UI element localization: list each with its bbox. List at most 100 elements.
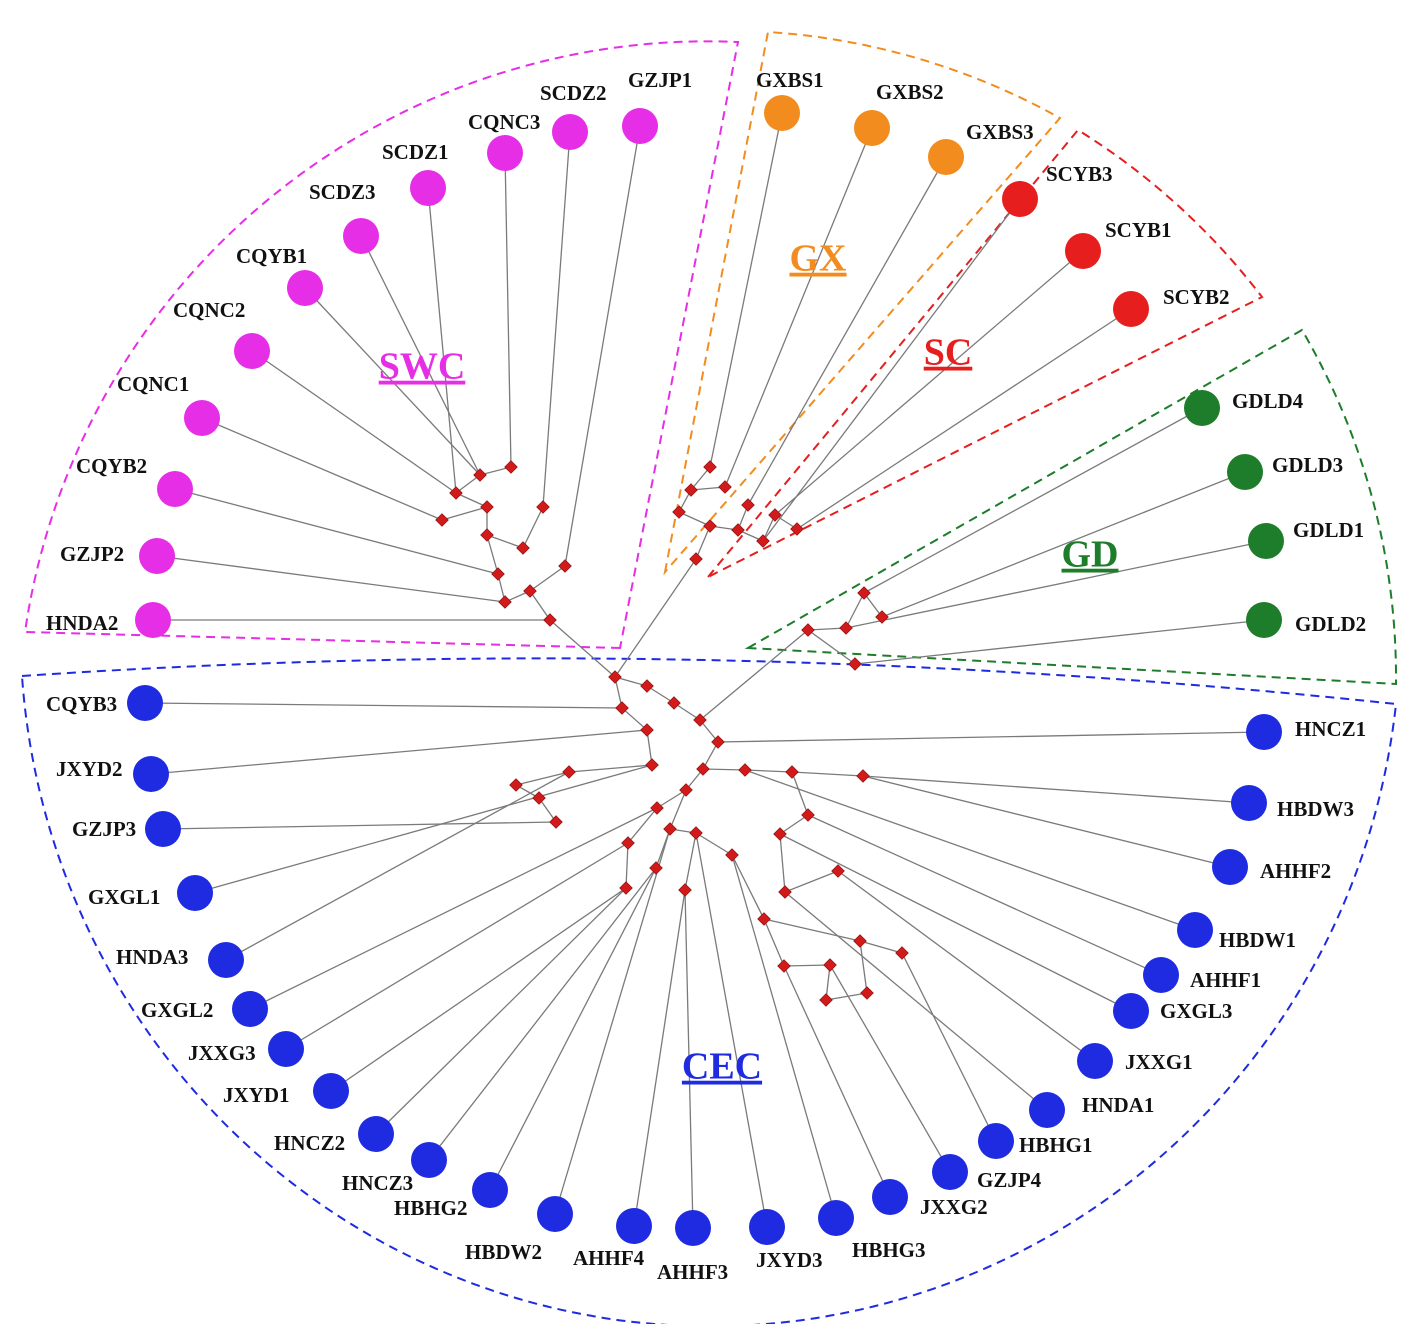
leaf-gxbs3[interactable]: GXBS3 [928, 120, 1034, 175]
leaf-scyb1[interactable]: SCYB1 [1065, 218, 1172, 269]
tree-edge [614, 676, 648, 687]
tree-edge [656, 789, 687, 809]
leaf-scdz1[interactable]: SCDZ1 [382, 140, 449, 206]
leaf-hncz1[interactable]: HNCZ1 [1246, 714, 1366, 750]
leaf-ahhf3[interactable]: AHHF3 [657, 1210, 728, 1284]
gd-group-label: GD [1062, 534, 1119, 576]
leaf-cqyb1[interactable]: CQYB1 [236, 244, 323, 306]
leaf-circle [127, 685, 163, 721]
leaf-gdld3[interactable]: GDLD3 [1227, 453, 1343, 490]
leaf-gdld4[interactable]: GDLD4 [1184, 389, 1304, 426]
internal-node [672, 505, 686, 519]
tree-edge [162, 821, 557, 830]
leaf-circle [749, 1209, 785, 1245]
tree-edge [684, 832, 697, 891]
leaf-scyb3[interactable]: SCYB3 [1002, 162, 1113, 217]
leaf-scdz3[interactable]: SCDZ3 [309, 180, 379, 254]
leaf-circle [1248, 523, 1284, 559]
leaf-ahhf2[interactable]: AHHF2 [1212, 849, 1331, 885]
leaf-hbdw2[interactable]: HBDW2 [465, 1196, 573, 1264]
leaf-gzjp4[interactable]: GZJP4 [932, 1154, 1042, 1192]
leaf-hbdw3[interactable]: HBDW3 [1231, 785, 1354, 821]
leaf-label: GXBS3 [966, 120, 1034, 144]
internal-node [558, 559, 572, 573]
leaf-cqyb3[interactable]: CQYB3 [46, 685, 163, 721]
tree-edge [784, 870, 839, 893]
internal-node [650, 801, 664, 815]
leaf-hnda3[interactable]: HNDA3 [116, 942, 244, 978]
leaf-gzjp3[interactable]: GZJP3 [72, 811, 181, 847]
leaf-circle [675, 1210, 711, 1246]
leaf-hbhg3[interactable]: HBHG3 [818, 1200, 926, 1262]
leaf-jxxg1[interactable]: JXXG1 [1077, 1043, 1193, 1079]
leaf-gxgl1[interactable]: GXGL1 [88, 875, 213, 911]
leaf-gxgl3[interactable]: GXGL3 [1113, 993, 1232, 1029]
leaf-label: GXGL2 [141, 998, 213, 1022]
tree-edge [807, 629, 856, 665]
tree-edge [747, 156, 947, 506]
leaf-circle [472, 1172, 508, 1208]
leaf-jxyd2[interactable]: JXYD2 [56, 756, 169, 792]
leaf-jxxg2[interactable]: JXXG2 [872, 1179, 988, 1219]
leaf-gzjp1[interactable]: GZJP1 [622, 68, 692, 144]
internal-node [875, 610, 889, 624]
leaf-hbdw1[interactable]: HBDW1 [1177, 912, 1296, 952]
leaf-label: CQYB3 [46, 692, 117, 716]
leaf-cqyb2[interactable]: CQYB2 [76, 454, 193, 507]
leaf-label: GDLD3 [1272, 453, 1343, 477]
tree-edge [845, 592, 865, 629]
leaf-circle [1029, 1092, 1065, 1128]
leaf-cqnc2[interactable]: CQNC2 [173, 298, 270, 369]
leaf-hbhg2[interactable]: HBHG2 [394, 1172, 508, 1220]
internal-node [509, 778, 523, 792]
leaf-label: GDLD2 [1295, 612, 1366, 636]
leaf-label: GXBS1 [756, 68, 824, 92]
internal-node [757, 912, 771, 926]
swc-group-label: SWC [379, 346, 466, 388]
leaf-ahhf4[interactable]: AHHF4 [573, 1208, 652, 1270]
internal-node [778, 885, 792, 899]
leaf-circle [764, 95, 800, 131]
leaf-gxgl2[interactable]: GXGL2 [141, 991, 268, 1027]
leaf-hncz2[interactable]: HNCZ2 [274, 1116, 394, 1155]
tree-edge [251, 350, 457, 494]
leaf-ahhf1[interactable]: AHHF1 [1143, 957, 1261, 993]
leaf-gdld1[interactable]: GDLD1 [1248, 518, 1364, 559]
leaf-cqnc1[interactable]: CQNC1 [117, 372, 220, 436]
leaf-label: JXYD3 [756, 1248, 823, 1272]
leaf-gxbs1[interactable]: GXBS1 [756, 68, 824, 131]
leaf-hnda1[interactable]: HNDA1 [1029, 1092, 1154, 1128]
leaf-label: GZJP2 [60, 542, 124, 566]
leaf-scdz2[interactable]: SCDZ2 [540, 81, 607, 150]
leaf-jxyd1[interactable]: JXYD1 [223, 1073, 349, 1109]
leaf-circle [1227, 454, 1263, 490]
tree-edge [829, 964, 951, 1173]
leaf-cqnc3[interactable]: CQNC3 [468, 110, 540, 171]
leaf-hncz3[interactable]: HNCZ3 [342, 1142, 447, 1195]
tree-edge [621, 707, 648, 731]
internal-node [777, 959, 791, 973]
tree-edge [330, 887, 627, 1092]
internal-node [819, 993, 833, 1007]
internal-node [679, 783, 693, 797]
leaf-hbhg1[interactable]: HBHG1 [978, 1123, 1093, 1159]
leaf-circle [537, 1196, 573, 1232]
leaf-hnda2[interactable]: HNDA2 [46, 602, 171, 638]
leaf-jxxg3[interactable]: JXXG3 [188, 1031, 304, 1067]
leaf-gdld2[interactable]: GDLD2 [1246, 602, 1366, 638]
leaf-label: HNDA3 [116, 945, 188, 969]
leaf-circle [268, 1031, 304, 1067]
leaf-circle [135, 602, 171, 638]
tree-edge [542, 131, 571, 508]
leaf-jxyd3[interactable]: JXYD3 [749, 1209, 823, 1272]
swc-boundary [23, 40, 740, 650]
tree-edge [375, 887, 627, 1135]
tree-edge [529, 590, 551, 621]
leaf-gxbs2[interactable]: GXBS2 [854, 80, 944, 146]
leaf-circle [818, 1200, 854, 1236]
tree-edge [678, 511, 711, 527]
internal-node [640, 679, 654, 693]
leaf-gzjp2[interactable]: GZJP2 [60, 538, 175, 574]
internal-node [684, 483, 698, 497]
leaf-scyb2[interactable]: SCYB2 [1113, 285, 1230, 327]
